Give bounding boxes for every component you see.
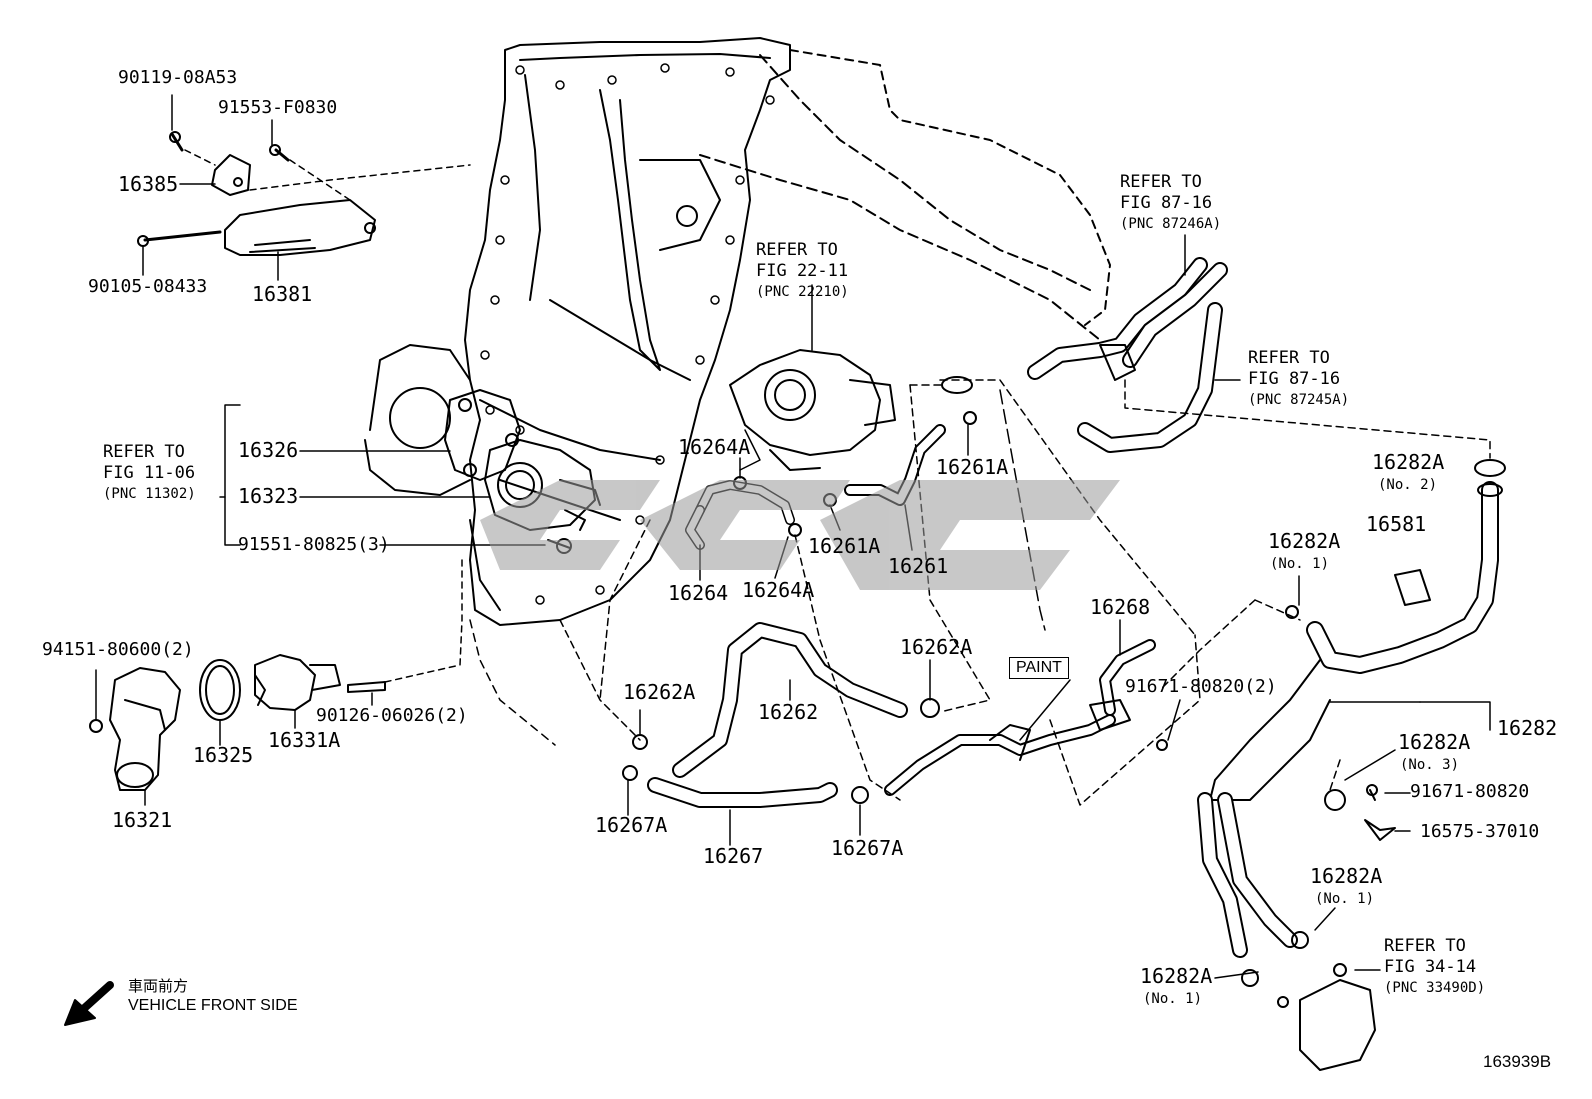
part-label: 16267A bbox=[595, 813, 668, 837]
part-note: (No. 1) bbox=[1270, 556, 1330, 572]
bracket-16381-drawing bbox=[137, 131, 376, 256]
reference-line: FIG 87-16 bbox=[1248, 369, 1341, 389]
arrow-down-left-icon bbox=[64, 981, 114, 1026]
part-label: 90119-08A53 bbox=[118, 67, 238, 88]
part-label: 16268 bbox=[1090, 595, 1151, 619]
logo-watermark-icon bbox=[480, 480, 1120, 590]
part-note: (No. 3) bbox=[1400, 757, 1460, 773]
reference-line: (PNC 22210) bbox=[756, 284, 849, 300]
part-label: 16282A bbox=[1372, 450, 1445, 474]
reference-fig-87-16-a: REFER TO FIG 87-16 (PNC 87246A) bbox=[1120, 172, 1221, 235]
part-label: 16321 bbox=[112, 808, 173, 832]
part-label: 16282 bbox=[1497, 716, 1558, 740]
reference-line: REFER TO bbox=[1248, 348, 1330, 368]
part-label: 16385 bbox=[118, 172, 179, 196]
reference-fig-11-06: REFER TO FIG 11-06 (PNC 11302) bbox=[103, 442, 196, 505]
part-label: 16261A bbox=[808, 534, 881, 558]
reference-line: REFER TO bbox=[103, 442, 185, 462]
reference-fig-22-11: REFER TO FIG 22-11 (PNC 22210) bbox=[756, 240, 849, 303]
part-label: 16323 bbox=[238, 484, 299, 508]
part-label: 16326 bbox=[238, 438, 299, 462]
timing-cover-drawing bbox=[364, 37, 1111, 626]
part-label: 16282A bbox=[1268, 529, 1341, 553]
part-label: 91671-80820(2) bbox=[1125, 676, 1277, 697]
part-label: 16267A bbox=[831, 836, 904, 860]
direction-label-en: VEHICLE FRONT SIDE bbox=[128, 997, 298, 1014]
part-label: 16575-37010 bbox=[1420, 821, 1540, 842]
part-label: 16325 bbox=[193, 743, 254, 767]
part-label: 91553-F0830 bbox=[218, 97, 338, 118]
part-note: (No. 1) bbox=[1143, 991, 1203, 1007]
part-label: 91671-80820 bbox=[1410, 781, 1530, 802]
reference-line: REFER TO bbox=[1384, 936, 1466, 956]
reference-line: (PNC 87246A) bbox=[1120, 216, 1222, 232]
paint-label: PAINT bbox=[1009, 657, 1069, 679]
reference-fig-34-14: REFER TO FIG 34-14 (PNC 33490D) bbox=[1384, 936, 1485, 999]
part-label: 16261A bbox=[936, 455, 1009, 479]
part-label: 16331A bbox=[268, 728, 341, 752]
part-label: 16282A bbox=[1398, 730, 1471, 754]
reference-line: (PNC 87245A) bbox=[1248, 392, 1350, 408]
part-label: 16282A bbox=[1310, 864, 1383, 888]
part-label: 16264A bbox=[678, 435, 751, 459]
reference-line: FIG 87-16 bbox=[1120, 193, 1213, 213]
reference-line: REFER TO bbox=[756, 240, 838, 260]
part-label: 90126-06026(2) bbox=[316, 705, 468, 726]
reference-line: FIG 11-06 bbox=[103, 463, 196, 483]
figure-code: 163939B bbox=[1483, 1052, 1552, 1071]
reference-line: REFER TO bbox=[1120, 172, 1202, 192]
part-label: 16261 bbox=[888, 554, 949, 578]
reference-line: FIG 34-14 bbox=[1384, 957, 1477, 977]
reference-fig-87-16-b: REFER TO FIG 87-16 (PNC 87245A) bbox=[1248, 348, 1349, 411]
reference-line: (PNC 11302) bbox=[103, 486, 196, 502]
part-label: 16262A bbox=[900, 635, 973, 659]
part-label: 16262A bbox=[623, 680, 696, 704]
throttle-body-drawing bbox=[729, 284, 896, 471]
reference-line: (PNC 33490D) bbox=[1384, 980, 1486, 996]
hose-16267-drawing bbox=[622, 765, 869, 808]
part-label: 90105-08433 bbox=[88, 276, 208, 297]
water-pipe-16282-drawing bbox=[1197, 459, 1506, 1071]
part-note: (No. 2) bbox=[1378, 477, 1438, 493]
part-note: (No. 1) bbox=[1315, 891, 1375, 907]
heater-hose-upper-drawing bbox=[1027, 257, 1228, 453]
part-label: 16381 bbox=[252, 282, 313, 306]
part-label: 94151-80600(2) bbox=[42, 639, 194, 660]
part-label: 91551-80825(3) bbox=[238, 534, 390, 555]
part-label: 16267 bbox=[703, 844, 764, 868]
reference-line: FIG 22-11 bbox=[756, 261, 849, 281]
part-label: 16581 bbox=[1366, 512, 1427, 536]
direction-label-jp: 車両前方 bbox=[128, 977, 189, 995]
part-label: 16282A bbox=[1140, 964, 1213, 988]
part-label: 16264 bbox=[668, 581, 729, 605]
part-label: 16262 bbox=[758, 700, 819, 724]
part-label: 16264A bbox=[742, 578, 815, 602]
thermostat-group-drawing bbox=[89, 654, 386, 791]
hose-16268-drawing bbox=[884, 639, 1168, 796]
